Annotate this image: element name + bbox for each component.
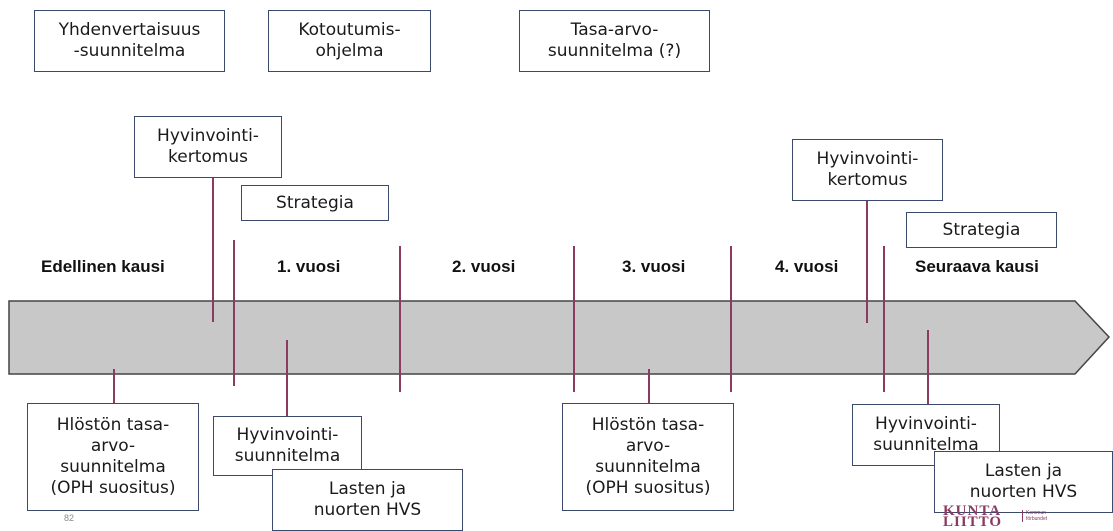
- gender-equality-plan-box: Tasa-arvo- suunnitelma (?): [519, 10, 710, 72]
- staff-equality-plan-box-1: Hlöstön tasa- arvo- suunnitelma (OPH suo…: [27, 403, 199, 511]
- period-next: Seuraava kausi: [915, 257, 1039, 276]
- period-year-3: 3. vuosi: [622, 257, 686, 276]
- page-number: 82: [64, 513, 75, 523]
- tick-welfare-report-2: [866, 197, 868, 323]
- tick-staff-equality-1: [113, 369, 115, 405]
- integration-program-box: Kotoutumis- ohjelma: [268, 10, 431, 72]
- period-previous: Edellinen kausi: [41, 257, 165, 276]
- welfare-report-box-2: Hyvinvointi- kertomus: [792, 139, 943, 201]
- tick-period-divider-1: [233, 240, 235, 386]
- kuntaliitto-logo-subtitle: Kommun- förbundet: [1022, 510, 1048, 522]
- strategy-box-1: Strategia: [241, 185, 389, 221]
- staff-equality-plan-box-2: Hlöstön tasa- arvo- suunnitelma (OPH suo…: [562, 403, 734, 511]
- tick-welfare-report-1: [212, 176, 214, 322]
- period-year-1: 1. vuosi: [277, 257, 341, 276]
- tick-welfare-plan-2: [927, 330, 929, 406]
- period-year-2: 2. vuosi: [452, 257, 516, 276]
- welfare-plan-box-1: Hyvinvointi- suunnitelma: [213, 416, 362, 476]
- tick-welfare-plan-1: [286, 340, 288, 418]
- period-year-4: 4. vuosi: [775, 257, 839, 276]
- timeline-arrow-shape: [8, 300, 1111, 375]
- welfare-report-box-1: Hyvinvointi- kertomus: [134, 116, 282, 178]
- kuntaliitto-logo: KUNTA LIITTO: [943, 503, 1003, 530]
- tick-period-divider-3: [573, 246, 575, 392]
- tick-period-divider-2: [399, 246, 401, 392]
- child-youth-welfare-plan-box-1: Lasten ja nuorten HVS: [272, 469, 463, 531]
- tick-period-divider-4: [730, 246, 732, 392]
- strategy-box-2: Strategia: [906, 212, 1057, 248]
- tick-period-divider-5: [883, 246, 885, 392]
- tick-staff-equality-2: [648, 369, 650, 405]
- equality-plan-box: Yhdenvertaisuus -suunnitelma: [34, 10, 225, 72]
